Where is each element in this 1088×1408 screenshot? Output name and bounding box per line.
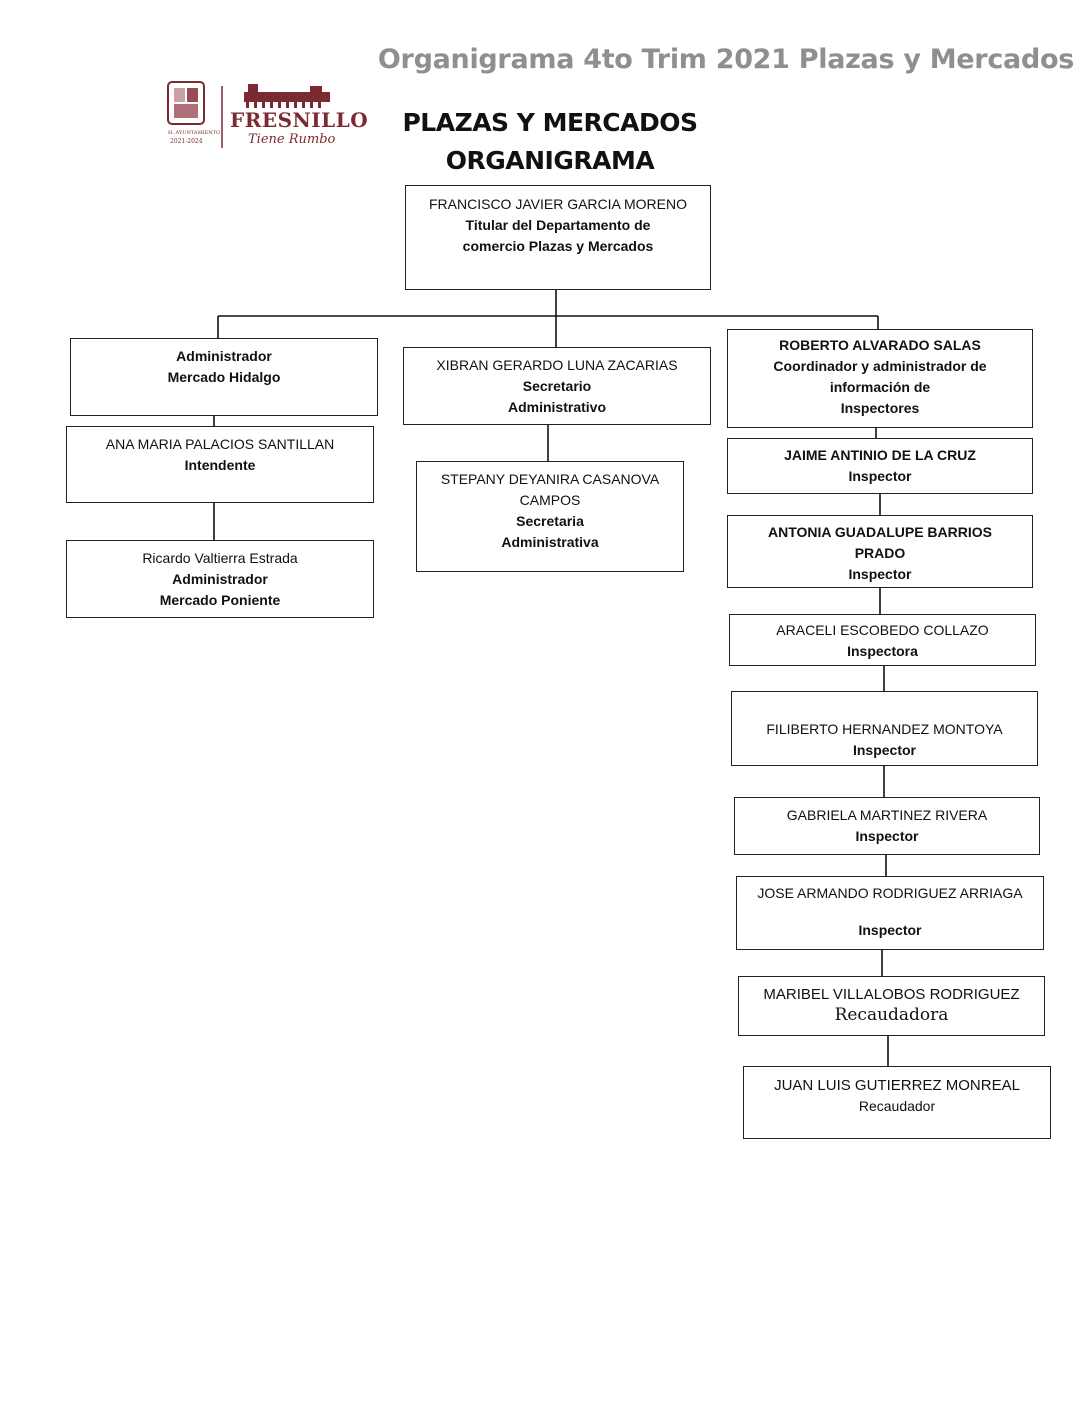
page-title-line2: ORGANIGRAMA xyxy=(445,146,655,175)
city-wordmark: FRESNILLO xyxy=(230,108,369,132)
inspector-2-name-line1: ANTONIA GUADALUPE BARRIOS xyxy=(767,524,992,540)
admin-hidalgo-role-line1: Administrador xyxy=(176,348,272,364)
titular-role-line2: comercio Plazas y Mercados xyxy=(462,238,654,254)
secretaria-role-line2: Administrativa xyxy=(501,534,599,550)
page-title: PLAZAS Y MERCADOS ORGANIGRAMA xyxy=(395,104,705,180)
intendente-name: ANA MARIA PALACIOS SANTILLAN xyxy=(105,436,335,452)
recaudador-name: JUAN LUIS GUTIERREZ MONREAL xyxy=(774,1077,1020,1094)
inspector-4-role: Inspector xyxy=(852,742,916,758)
titular-role-line1: Titular del Departamento de xyxy=(465,217,651,233)
slogan-text: Tiene Rumbo xyxy=(248,132,336,147)
secretaria-name-line1: STEPANY DEYANIRA CASANOVA xyxy=(440,471,660,487)
org-node-inspector-2: ANTONIA GUADALUPE BARRIOS PRADO Inspecto… xyxy=(727,515,1033,588)
page-title-line1: PLAZAS Y MERCADOS xyxy=(402,108,698,137)
document-header-title: Organigrama 4to Trim 2021 Plazas y Merca… xyxy=(377,44,1074,75)
coordinador-role-line2: información de xyxy=(829,379,931,395)
inspector-6-role: Inspector xyxy=(858,922,922,938)
inspector-2-role: Inspector xyxy=(848,566,912,582)
period-label: 2021-2024 xyxy=(170,138,203,145)
fresnillo-logo: H. AYUNTAMIENTO 2021-2024 FRESNILLO Tien… xyxy=(160,76,368,156)
org-node-inspector-4: FILIBERTO HERNANDEZ MONTOYA Inspector xyxy=(731,691,1038,766)
recaudadora-role: Recaudadora xyxy=(834,1005,949,1025)
admin-poniente-name: Ricardo Valtierra Estrada xyxy=(142,550,298,566)
org-node-recaudadora: MARIBEL VILLALOBOS RODRIGUEZ Recaudadora xyxy=(738,976,1045,1036)
secretario-role-line1: Secretario xyxy=(522,378,592,394)
org-node-titular: FRANCISCO JAVIER GARCIA MORENO Titular d… xyxy=(405,185,711,290)
org-node-recaudador: JUAN LUIS GUTIERREZ MONREAL Recaudador xyxy=(743,1066,1051,1139)
org-node-inspector-1: JAIME ANTINIO DE LA CRUZ Inspector xyxy=(727,438,1033,494)
org-node-intendente: ANA MARIA PALACIOS SANTILLAN Intendente xyxy=(66,426,374,503)
intendente-role: Intendente xyxy=(184,457,256,473)
inspector-6-name: JOSE ARMANDO RODRIGUEZ ARRIAGA xyxy=(757,885,1023,901)
recaudador-role: Recaudador xyxy=(858,1098,936,1114)
admin-hidalgo-role-line2: Mercado Hidalgo xyxy=(167,369,281,385)
org-node-secretaria: STEPANY DEYANIRA CASANOVA CAMPOS Secreta… xyxy=(416,461,684,572)
coordinador-role-line3: Inspectores xyxy=(840,400,920,416)
inspector-3-name: ARACELI ESCOBEDO COLLAZO xyxy=(776,622,989,638)
org-node-secretario: XIBRAN GERARDO LUNA ZACARIAS Secretario … xyxy=(403,347,711,425)
titular-name: FRANCISCO JAVIER GARCIA MORENO xyxy=(429,196,687,212)
coordinador-role-line1: Coordinador y administrador de xyxy=(773,358,987,374)
ayuntamiento-label: H. AYUNTAMIENTO xyxy=(168,130,221,136)
org-node-inspector-6: JOSE ARMANDO RODRIGUEZ ARRIAGA Inspector xyxy=(736,876,1044,950)
org-node-admin-hidalgo: Administrador Mercado Hidalgo xyxy=(70,338,378,416)
secretario-role-line2: Administrativo xyxy=(507,399,606,415)
inspector-2-name-line2: PRADO xyxy=(854,545,906,561)
inspector-5-role: Inspector xyxy=(855,828,919,844)
municipal-seal-icon xyxy=(167,81,330,148)
org-node-inspector-3: ARACELI ESCOBEDO COLLAZO Inspectora xyxy=(729,614,1036,666)
inspector-1-role: Inspector xyxy=(848,468,912,484)
coordinador-name: ROBERTO ALVARADO SALAS xyxy=(779,337,981,353)
inspector-4-name: FILIBERTO HERNANDEZ MONTOYA xyxy=(766,721,1003,737)
secretario-name: XIBRAN GERARDO LUNA ZACARIAS xyxy=(436,357,678,373)
secretaria-name-line2: CAMPOS xyxy=(519,492,581,508)
org-node-admin-poniente: Ricardo Valtierra Estrada Administrador … xyxy=(66,540,374,618)
admin-poniente-role-line1: Administrador xyxy=(172,571,268,587)
admin-poniente-role-line2: Mercado Poniente xyxy=(159,592,281,608)
inspector-3-role: Inspectora xyxy=(847,643,918,659)
secretaria-role-line1: Secretaria xyxy=(516,513,584,529)
org-node-coordinador: ROBERTO ALVARADO SALAS Coordinador y adm… xyxy=(727,329,1033,428)
inspector-5-name: GABRIELA MARTINEZ RIVERA xyxy=(786,807,988,823)
inspector-1-name: JAIME ANTINIO DE LA CRUZ xyxy=(784,447,976,463)
org-node-inspector-5: GABRIELA MARTINEZ RIVERA Inspector xyxy=(734,797,1040,855)
recaudadora-name: MARIBEL VILLALOBOS RODRIGUEZ xyxy=(763,986,1020,1003)
